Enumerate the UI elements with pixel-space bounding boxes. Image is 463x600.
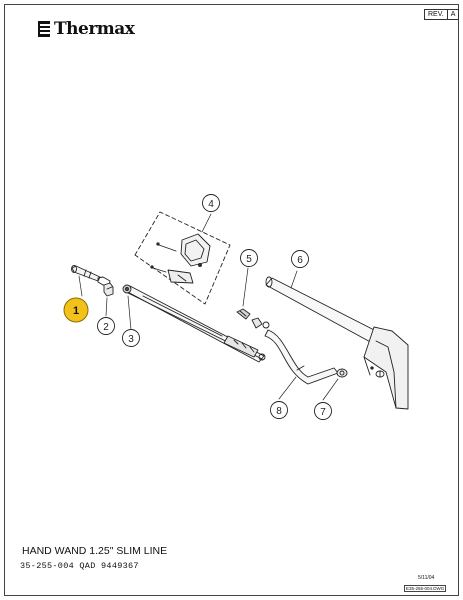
callout-7: 7 bbox=[320, 407, 326, 418]
callout-circle-4 bbox=[202, 194, 220, 212]
revision-label: REV. bbox=[428, 11, 444, 18]
thermax-logo-icon bbox=[38, 21, 50, 37]
callout-circle-7 bbox=[314, 402, 332, 420]
part-3-wand-tube bbox=[122, 284, 266, 363]
callout-circle-3 bbox=[122, 329, 140, 347]
part-6-tube-and-head bbox=[265, 276, 409, 410]
callout-5: 5 bbox=[246, 254, 252, 265]
drawing-title: HAND WAND 1.25" SLIM LINE bbox=[22, 545, 168, 557]
revision-value: A bbox=[446, 10, 459, 19]
brand-name: Thermax bbox=[54, 19, 135, 39]
drawing-border bbox=[4, 4, 459, 596]
drawing-date: 5/11/04 bbox=[418, 575, 435, 581]
drawing-number: E35-255-004.DWG bbox=[404, 585, 447, 592]
leader-lines bbox=[78, 213, 339, 401]
callout-circle-6 bbox=[291, 250, 309, 268]
callout-8: 8 bbox=[276, 406, 282, 417]
part-1-quick-connect bbox=[71, 265, 111, 286]
part-4-clamp-assembly bbox=[134, 211, 231, 305]
callout-1: 1 bbox=[73, 305, 79, 317]
callout-4: 4 bbox=[208, 199, 214, 210]
callout-numbers: 1 2 3 4 5 6 7 8 bbox=[73, 199, 326, 418]
part-2-nut bbox=[103, 282, 114, 297]
callout-6: 6 bbox=[297, 255, 303, 266]
callout-circle-2 bbox=[97, 317, 115, 335]
callout-2: 2 bbox=[103, 322, 109, 333]
brand-logo: Thermax bbox=[37, 19, 135, 39]
part-8-hose bbox=[264, 329, 339, 385]
callout-circles bbox=[63, 194, 332, 420]
callout-3: 3 bbox=[128, 334, 134, 345]
part-number: 35-255-004 QAD 9449367 bbox=[20, 561, 139, 571]
callout-circle-1 bbox=[63, 297, 89, 323]
part-5-fittings bbox=[236, 308, 270, 329]
callout-circle-5 bbox=[240, 249, 258, 267]
revision-box: REV. A bbox=[424, 9, 460, 20]
part-7-clamp bbox=[336, 368, 348, 378]
callout-circle-8 bbox=[270, 401, 288, 419]
